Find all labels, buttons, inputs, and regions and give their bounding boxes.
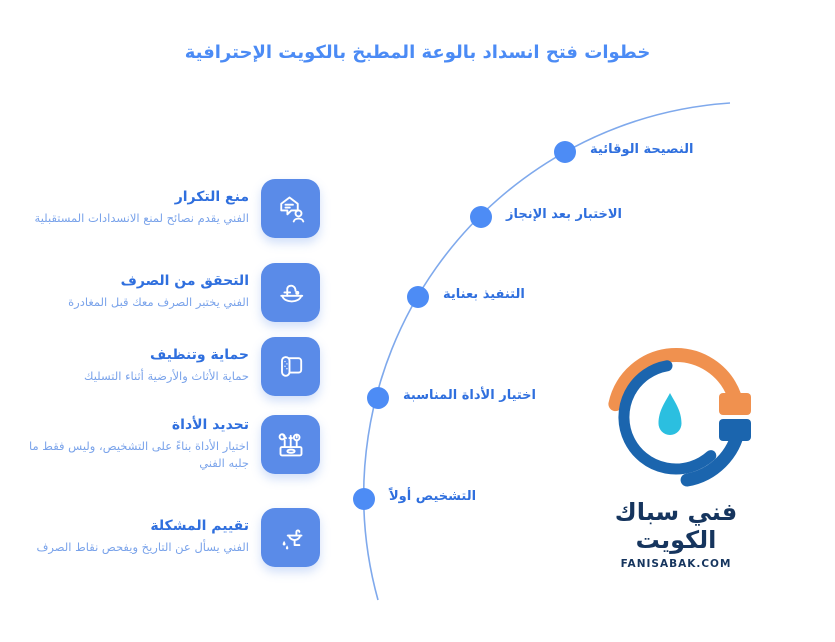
step-item-choose-tool: تحديد الأداة اختيار الأداة بناءً على الت… <box>28 414 320 474</box>
step-description: حماية الأثاث والأرضية أثناء التسليك <box>84 369 249 384</box>
timeline-dot-1 <box>554 141 576 163</box>
brand-name: فني سباك الكويت <box>614 498 738 554</box>
faucet-basin-icon <box>279 284 303 303</box>
brand-logo: فني سباك الكويت FANISABAK.COM <box>572 338 780 570</box>
step-description: الفني يختبر الصرف معك قبل المغادرة <box>68 295 249 310</box>
timeline-label-2: الاختبار بعد الإنجاز <box>506 207 623 222</box>
step-title: حماية وتنظيف <box>149 347 249 364</box>
step-tile <box>261 336 320 396</box>
step-item-prevent-recurrence: منع التكرار الفني يقدم نصائح لمنع الانسد… <box>28 178 320 238</box>
pipe-drop-logo-icon <box>608 348 751 487</box>
timeline-dot-4 <box>367 387 389 409</box>
step-tile <box>261 262 320 322</box>
step-item-protect-clean: حماية وتنظيف حماية الأثاث والأرضية أثناء… <box>28 336 320 396</box>
step-description: اختيار الأداة بناءً على التشخيص، وليس فق… <box>28 439 249 470</box>
protective-mat-icon <box>280 356 302 377</box>
step-title: تحديد الأداة <box>171 417 249 434</box>
step-tile <box>261 507 320 567</box>
timeline-label-5: التشخيص أولاً <box>389 489 477 504</box>
brand-website: FANISABAK.COM <box>620 558 732 570</box>
step-item-check-drainage: التحقق من الصرف الفني يختبر الصرف معك قب… <box>28 262 320 322</box>
step-tile <box>261 414 320 474</box>
step-description: الفني يقدم نصائح لمنع الانسدادات المستقب… <box>34 211 249 226</box>
step-item-assess-problem: تقييم المشكلة الفني يسأل عن التاريخ ويفح… <box>28 507 320 567</box>
timeline-label-4: اختيار الأداة المناسبة <box>403 388 537 403</box>
home-advice-icon <box>279 196 304 223</box>
step-description: الفني يسأل عن التاريخ ويفحص نقاط الصرف <box>36 540 249 555</box>
step-title: منع التكرار <box>174 189 249 206</box>
timeline-dot-3 <box>407 286 429 308</box>
page-title: خطوات فتح انسداد بالوعة المطبخ بالكويت ا… <box>184 42 651 63</box>
timeline-label-1: النصيحة الوقائية <box>590 142 694 157</box>
timeline-label-3: التنفيذ بعناية <box>443 287 525 302</box>
step-tile <box>261 178 320 238</box>
step-title: التحقق من الصرف <box>120 273 249 290</box>
sink-inspect-icon <box>282 529 302 550</box>
toolbox-icon <box>278 433 302 457</box>
step-title: تقييم المشكلة <box>150 518 249 535</box>
timeline-dot-5 <box>353 488 375 510</box>
timeline-dot-2 <box>470 206 492 228</box>
